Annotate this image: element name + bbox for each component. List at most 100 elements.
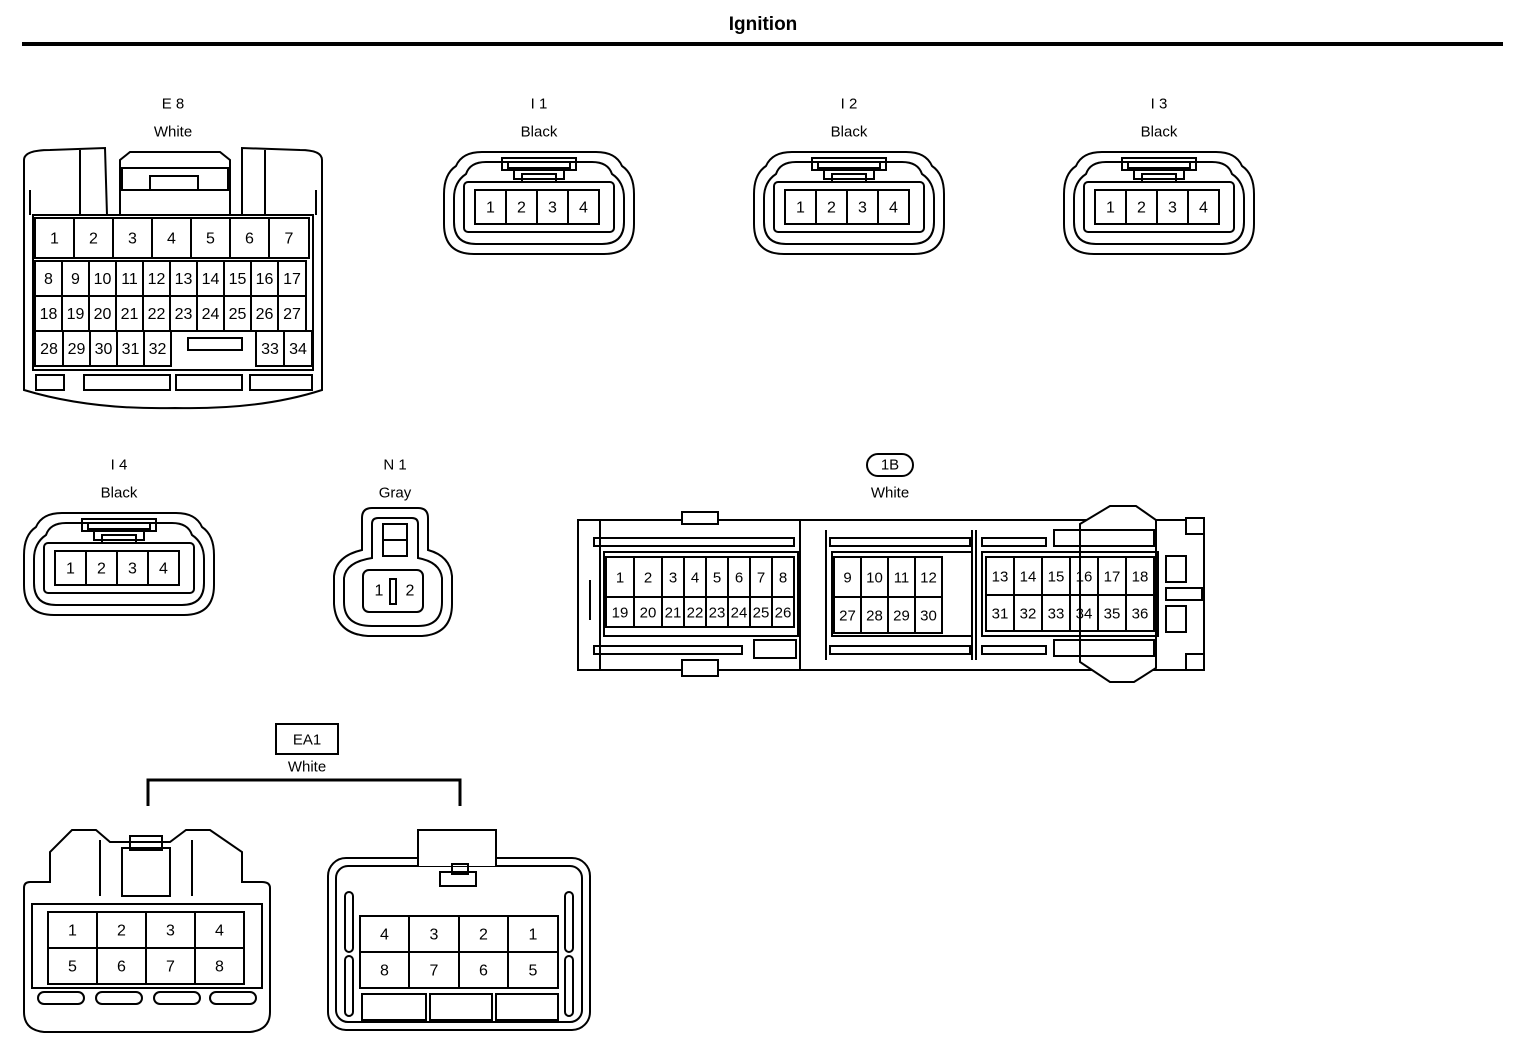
page-title: Ignition	[728, 14, 798, 35]
connector-color: Gray	[379, 485, 412, 502]
pin-cell	[1125, 594, 1155, 632]
outline-shape	[129, 835, 163, 851]
pin-label: 8	[380, 963, 389, 980]
outline-shape	[453, 161, 625, 245]
pin-cell	[914, 596, 943, 634]
pin-label: 20	[640, 605, 657, 622]
pin-label: 24	[202, 306, 220, 323]
connector-code: I 3	[1151, 96, 1168, 113]
outline-shape	[175, 374, 243, 391]
outline-shape	[1185, 517, 1205, 535]
outline-shape	[763, 161, 935, 245]
pin-label: 16	[256, 271, 274, 288]
outline-shape	[1165, 605, 1187, 633]
pin-label: 2	[97, 561, 106, 578]
pin-cell	[507, 951, 559, 989]
outline-shape	[93, 530, 145, 541]
pin-label: 1	[66, 561, 75, 578]
pin-label: 7	[757, 570, 765, 587]
outline-shape	[344, 891, 354, 953]
connector-color: White	[154, 124, 192, 141]
pin-label: 1	[1106, 200, 1115, 217]
pin-label: 21	[121, 306, 139, 323]
pin-label: 22	[687, 605, 704, 622]
outline-shape	[593, 645, 743, 655]
outline-shape	[149, 175, 199, 191]
pin-cell	[143, 330, 172, 367]
pin-label: 33	[1048, 606, 1065, 623]
pin-label: 2	[479, 927, 488, 944]
connector-color: Black	[521, 124, 558, 141]
pin-label: 2	[827, 200, 836, 217]
outline-shape	[981, 551, 1159, 637]
pin-label: 10	[94, 271, 112, 288]
connector-code: N 1	[383, 457, 406, 474]
pin-label: 3	[430, 927, 439, 944]
pin-label: 18	[1132, 569, 1149, 586]
pin-label: 12	[148, 271, 166, 288]
pin-label: 21	[665, 605, 682, 622]
outline-shape	[773, 181, 925, 233]
connector-code: I 4	[111, 457, 128, 474]
pin-label: 6	[479, 963, 488, 980]
connector-color: Black	[101, 485, 138, 502]
pin-label: 13	[992, 569, 1009, 586]
pin-label: 7	[430, 963, 439, 980]
pin-label: 30	[920, 608, 937, 625]
outline-shape	[1053, 639, 1155, 657]
outline-shape	[564, 955, 574, 1017]
pin-label: 1	[375, 583, 384, 600]
outline-shape	[823, 169, 875, 180]
pin-label: 36	[1132, 606, 1149, 623]
outline-shape	[439, 871, 477, 887]
pin-label: 2	[1137, 200, 1146, 217]
pin-label: 4	[1199, 200, 1208, 217]
pin-label: 19	[612, 605, 629, 622]
pin-label: 8	[44, 271, 53, 288]
latch-slot	[37, 991, 85, 1005]
outline-shape	[681, 511, 719, 525]
pin-cell	[268, 217, 310, 259]
outline-shape	[32, 214, 314, 371]
pin-label: 4	[159, 561, 168, 578]
outline-shape	[389, 578, 397, 605]
pin-label: 6	[117, 959, 126, 976]
outline-shape	[1165, 555, 1187, 583]
outline-shape	[121, 847, 171, 897]
pin-label: 32	[149, 341, 167, 358]
connector-color: Black	[1141, 124, 1178, 141]
outline-shape	[31, 903, 263, 989]
pin-label: 25	[753, 605, 770, 622]
connector-color: White	[871, 485, 909, 502]
outline-shape	[564, 891, 574, 953]
outline-shape	[333, 507, 453, 637]
pin-label: 5	[206, 231, 215, 248]
pin-label: 3	[669, 570, 677, 587]
pin-label: 3	[858, 200, 867, 217]
pin-label: 2	[89, 231, 98, 248]
pair-bracket	[146, 778, 462, 806]
pin-label: 22	[148, 306, 166, 323]
pin-label: 14	[1020, 569, 1037, 586]
outline-shape	[23, 146, 323, 410]
pin-label: 15	[229, 271, 247, 288]
outline-shape	[1083, 181, 1235, 233]
pin-label: 5	[529, 963, 538, 980]
connector-code: I 1	[531, 96, 548, 113]
pin-label: 27	[283, 306, 301, 323]
pin-label: 4	[380, 927, 389, 944]
outline-shape	[981, 537, 1047, 547]
connector-color: Black	[831, 124, 868, 141]
pin-label: 2	[117, 923, 126, 940]
pin-label: 1	[529, 927, 538, 944]
pin-label: 11	[894, 570, 910, 587]
latch-slot	[95, 991, 143, 1005]
pin-label: 3	[166, 923, 175, 940]
pin-label: 1	[796, 200, 805, 217]
pin-label: 34	[1076, 606, 1093, 623]
outline-shape	[33, 522, 205, 606]
pin-label: 2	[517, 200, 526, 217]
outline-shape	[451, 863, 469, 875]
